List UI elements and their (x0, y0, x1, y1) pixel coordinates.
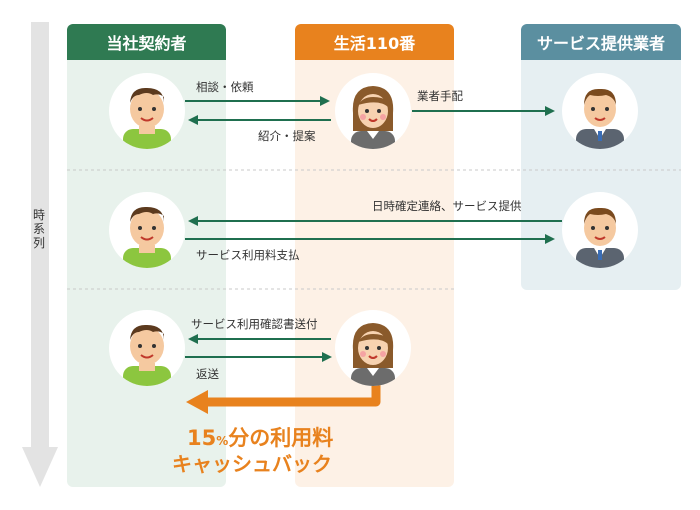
customer-avatar-2 (109, 192, 185, 268)
step-arrange-label: 業者手配 (417, 89, 463, 103)
provider-column-title: サービス提供業者 (536, 34, 665, 53)
step-receipt-label: サービス利用確認書送付 (191, 317, 318, 331)
step-pay-label: サービス利用料支払 (196, 248, 300, 262)
arrow-cashback (208, 380, 381, 407)
customer-column-title: 当社契約者 (106, 34, 187, 53)
cashback-line-2: キャッシュバック (172, 452, 332, 476)
center-column-title: 生活110番 (333, 34, 416, 53)
woman-operator-icon (351, 323, 395, 386)
customer-avatar-1 (109, 73, 185, 149)
customer-avatar-3 (109, 310, 185, 386)
cashback-number: 15 (187, 426, 217, 450)
separators (67, 169, 681, 290)
cashback-percent: % (216, 434, 229, 448)
provider-avatar-1 (562, 73, 638, 149)
step-return-label: 返送 (196, 367, 219, 381)
arrow-cashback-head (186, 390, 208, 414)
customer-column-header: 当社契約者 (67, 24, 226, 60)
timeline-label: 時系列 (32, 208, 45, 250)
man-green-icon (123, 206, 171, 268)
timeline-arrow (22, 22, 58, 487)
man-green-icon (123, 87, 171, 149)
step-schedule-label: 日時確定連絡、サービス提供 (372, 199, 522, 213)
cashback-rest: 分の利用料 (228, 426, 334, 450)
operator-avatar-2 (335, 310, 411, 386)
man-green-icon (123, 324, 171, 386)
center-column-header: 生活110番 (295, 24, 454, 60)
woman-operator-icon (351, 86, 395, 149)
cashback-line-1: 15%分の利用料 (187, 422, 333, 452)
operator-avatar-1 (335, 73, 411, 149)
man-suit-icon (576, 207, 624, 268)
man-suit-icon (576, 88, 624, 149)
provider-avatar-2 (562, 192, 638, 268)
step-consult-label: 相談・依頼 (196, 80, 254, 94)
provider-column-header: サービス提供業者 (521, 24, 681, 60)
step-introduce-label: 紹介・提案 (258, 129, 316, 143)
